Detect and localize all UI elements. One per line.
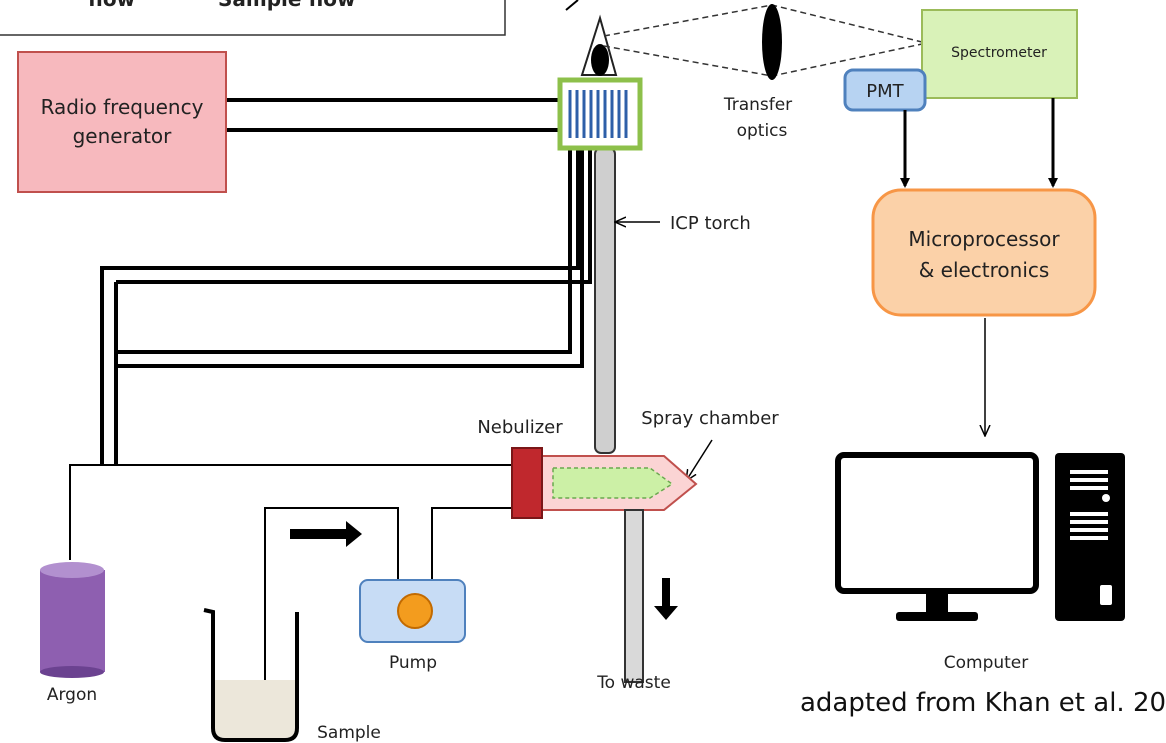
pmt-label: PMT [866,81,904,102]
cropped-arrow-top [565,0,579,11]
citation-text: adapted from Khan et al. 20 [800,688,1166,718]
icp-torch [594,147,616,454]
nebulizer-label: Nebulizer [477,417,563,438]
legend-box: flow Sample flow [0,0,506,36]
rf-coil [557,77,643,151]
nebulizer [511,447,543,519]
to-waste-label: To waste [596,673,671,693]
microprocessor: Microprocessor & electronics [871,188,1097,317]
transfer-optics-label-1: Transfer [723,95,792,115]
pump-label: Pump [389,653,437,673]
sample-label: Sample [317,723,381,743]
argon-cylinder [40,562,105,678]
spectrometer: Spectrometer [921,9,1078,99]
rf-label-line2: generator [73,124,173,148]
rf-label-line1: Radio frequency [41,95,204,119]
spray-chamber-pointer [686,439,713,481]
micro-label-line1: Microprocessor [908,227,1060,251]
spray-chamber-label: Spray chamber [641,408,779,429]
arrow-right-icon [290,521,362,547]
pmt: PMT [843,68,927,112]
tower-icon [1055,453,1125,621]
legend-right-label: Sample flow [218,0,355,11]
pump [359,579,466,643]
computer-label: Computer [944,653,1029,673]
rf-generator: Radio frequency generator [17,51,227,193]
plasma-flame [580,14,618,76]
icp-torch-label: ICP torch [670,213,751,234]
micro-label-line2: & electronics [919,258,1050,282]
arrow-down-icon [654,578,678,620]
spectrometer-label: Spectrometer [951,45,1047,61]
argon-label: Argon [47,685,97,705]
transfer-optics-label-2: optics [737,121,788,141]
waste-tube [624,509,644,683]
monitor-icon [835,452,1039,621]
legend-left-label: flow [88,0,135,11]
transfer-lens [762,4,782,80]
argon-feed-line [69,464,515,560]
signal-arrows [900,98,1058,188]
sample-beaker [203,608,299,742]
spray-chamber [539,455,698,511]
argon-gas-lines [100,98,592,465]
